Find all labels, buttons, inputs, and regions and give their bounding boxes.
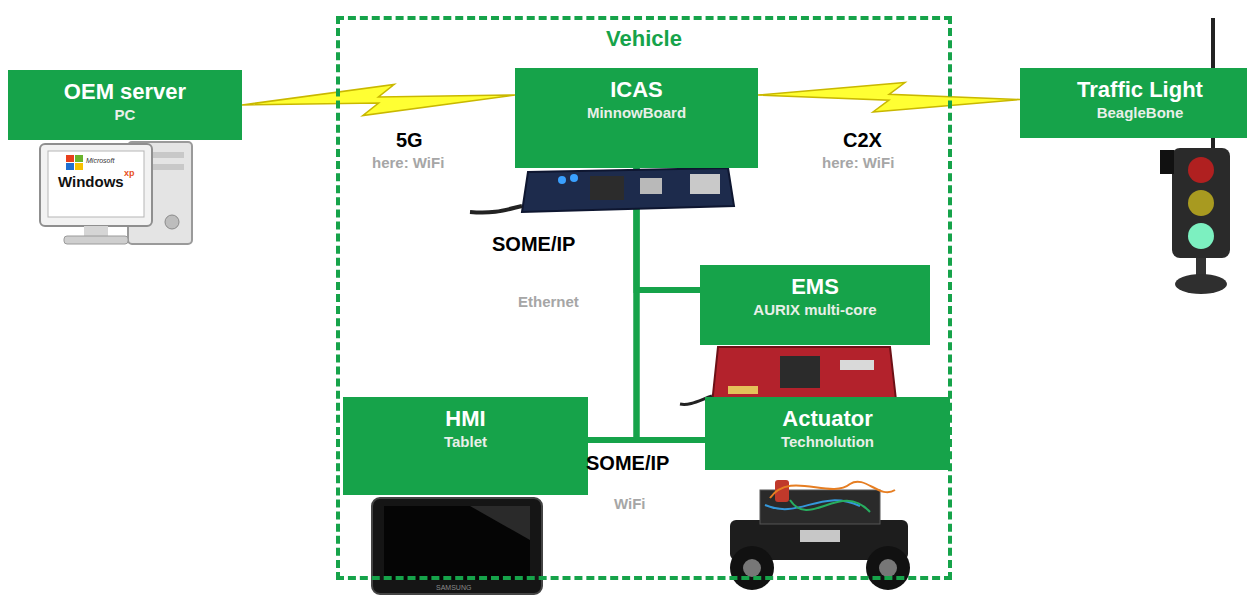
link-label: C2X — [843, 128, 882, 152]
traffic-light-illustration — [1160, 18, 1230, 294]
node-title: HMI — [343, 406, 588, 432]
link-note: here: WiFi — [822, 153, 894, 172]
node-subtitle: BeagleBone — [1020, 103, 1247, 122]
link-label: SOME/IP — [586, 451, 669, 475]
aurix-board-illustration — [680, 347, 896, 404]
node-subtitle: PC — [8, 105, 242, 124]
node-title: Traffic Light — [1020, 77, 1247, 103]
node-title: ICAS — [515, 77, 758, 103]
ecu-box: ICASMinnowBoard — [515, 68, 758, 168]
bus-medium: Ethernet — [518, 292, 579, 311]
server-box: OEM serverPC — [8, 70, 242, 140]
wireless-link — [758, 83, 1020, 113]
wireless-link — [242, 84, 515, 115]
logo-text: Microsoft — [86, 156, 114, 165]
ecu-box: EMSAURIX multi-core — [700, 265, 930, 345]
car-illustration — [730, 480, 910, 590]
link-label: 5G — [396, 128, 423, 152]
traffic-light-box: Traffic LightBeagleBone — [1020, 68, 1247, 138]
node-title: OEM server — [8, 79, 242, 105]
node-subtitle: Technolution — [705, 432, 950, 451]
bus-medium: WiFi — [614, 494, 646, 513]
node-subtitle: Tablet — [343, 432, 588, 451]
logo-text: xp — [124, 168, 135, 178]
bus-line — [588, 437, 705, 443]
brand-text: SAMSUNG — [436, 583, 471, 592]
actuator-box: ActuatorTechnolution — [705, 397, 950, 470]
node-subtitle: MinnowBoard — [515, 103, 758, 122]
logo-text: Windows — [58, 173, 124, 191]
node-title: Vehicle — [340, 20, 948, 52]
minnowboard-illustration — [470, 168, 734, 213]
pc-illustration — [40, 142, 192, 244]
node-title: Actuator — [705, 406, 950, 432]
link-note: here: WiFi — [372, 153, 444, 172]
node-subtitle: AURIX multi-core — [700, 300, 930, 319]
link-label: SOME/IP — [492, 232, 575, 256]
hmi-box: HMITablet — [343, 397, 588, 495]
node-title: EMS — [700, 274, 930, 300]
